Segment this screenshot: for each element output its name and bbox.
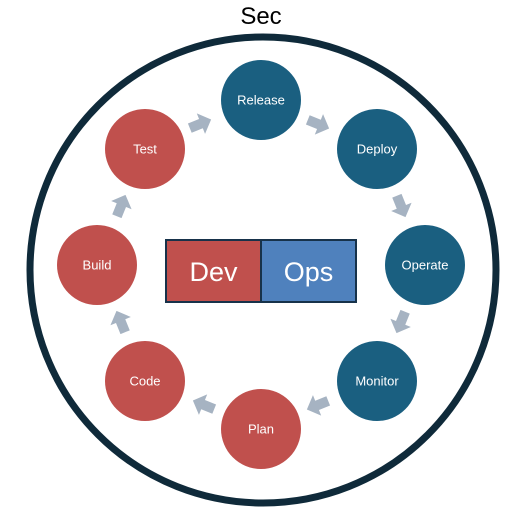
node-code: Code: [105, 341, 185, 421]
chevron-arrow-icon: [192, 394, 217, 415]
ops-label: Ops: [284, 257, 334, 287]
flow-arrows: [110, 113, 412, 416]
node-plan-circle: [221, 389, 301, 469]
node-release: Release: [221, 60, 301, 140]
chevron-arrow-icon: [187, 113, 212, 134]
chevron-arrow-icon: [111, 194, 132, 219]
chevron-arrow-icon: [306, 395, 331, 416]
chevron-arrow-icon: [391, 193, 412, 218]
chevron-arrow-icon: [305, 114, 330, 135]
node-build: Build: [57, 225, 137, 305]
node-build-label: Build: [83, 258, 112, 273]
chevron-arrow-icon: [110, 310, 131, 335]
node-release-circle: [221, 60, 301, 140]
node-monitor: Monitor: [337, 341, 417, 421]
node-plan: Plan: [221, 389, 301, 469]
node-monitor-circle: [337, 341, 417, 421]
node-operate: Operate: [385, 225, 465, 305]
node-deploy: Deploy: [337, 109, 417, 189]
dev-label: Dev: [189, 257, 238, 287]
node-release-label: Release: [237, 93, 285, 108]
outer-ring: [26, 33, 500, 507]
node-deploy-label: Deploy: [357, 142, 398, 157]
node-build-circle: [57, 225, 137, 305]
node-code-circle: [105, 341, 185, 421]
dev-ops-box: Dev Ops: [165, 239, 357, 303]
node-test: Test: [105, 109, 185, 189]
node-test-label: Test: [133, 142, 157, 157]
chevron-arrow-icon: [390, 309, 411, 334]
node-plan-label: Plan: [248, 422, 274, 437]
node-operate-label: Operate: [402, 258, 449, 273]
node-operate-circle: [385, 225, 465, 305]
ops-box: [260, 239, 357, 303]
diagram-title: Sec: [240, 3, 281, 30]
node-deploy-circle: [337, 109, 417, 189]
node-code-label: Code: [129, 374, 160, 389]
node-monitor-label: Monitor: [355, 374, 399, 389]
node-test-circle: [105, 109, 185, 189]
